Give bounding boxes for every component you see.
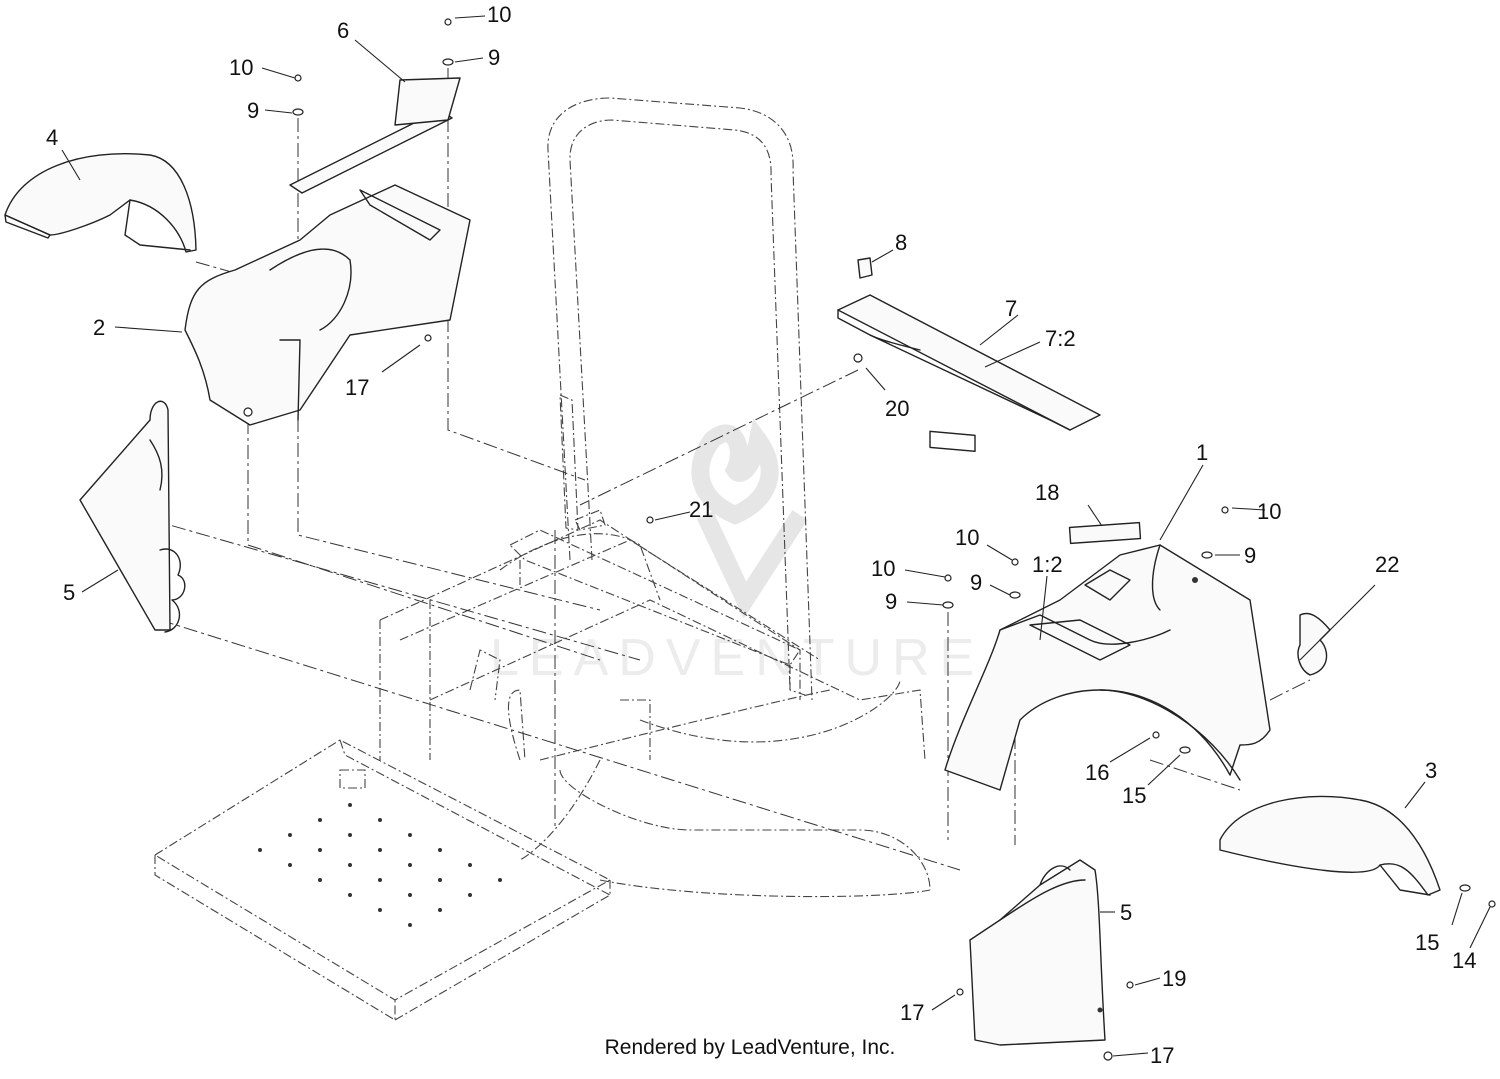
right-mounting-bracket bbox=[969, 859, 1106, 1046]
tractor-frame bbox=[379, 519, 931, 898]
callout-17c: 17 bbox=[1150, 1043, 1174, 1068]
callout-1: 1 bbox=[1196, 440, 1208, 465]
rops-frame bbox=[547, 97, 813, 701]
callout-8: 8 bbox=[895, 230, 907, 255]
left-fender bbox=[4, 153, 197, 253]
callout-9d: 9 bbox=[885, 589, 897, 614]
callout-17b: 17 bbox=[900, 1000, 924, 1025]
callout-9a: 9 bbox=[247, 98, 259, 123]
callout-16: 16 bbox=[1085, 760, 1109, 785]
clip-part bbox=[1297, 612, 1331, 676]
callout-10d: 10 bbox=[955, 525, 979, 550]
callout-7: 7 bbox=[1005, 296, 1017, 321]
callout-20: 20 bbox=[885, 396, 909, 421]
footer-credit: Rendered by LeadVenture, Inc. bbox=[604, 1036, 896, 1059]
seat-bracket-bar bbox=[509, 509, 806, 696]
callout-5a: 5 bbox=[63, 580, 75, 605]
callout-3: 3 bbox=[1425, 758, 1437, 783]
left-bracket-plate bbox=[289, 77, 461, 194]
callout-10b: 10 bbox=[487, 2, 511, 27]
callout-1-2: 1:2 bbox=[1032, 552, 1063, 577]
callout-5b: 5 bbox=[1120, 900, 1132, 925]
callout-15a: 15 bbox=[1122, 783, 1146, 808]
callout-10e: 10 bbox=[871, 556, 895, 581]
callout-4: 4 bbox=[46, 125, 58, 150]
left-fender-pan bbox=[184, 184, 471, 426]
callout-9e: 9 bbox=[970, 570, 982, 595]
callouts: 10 9 10 9 6 4 2 17 5 8 7 7:2 20 21 1 18 … bbox=[46, 2, 1476, 1068]
foot-platform bbox=[153, 739, 612, 1021]
left-mounting-bracket bbox=[79, 400, 186, 633]
callout-7-2: 7:2 bbox=[1045, 326, 1076, 351]
watermark-text: LEADVENTURE bbox=[490, 629, 984, 687]
callout-9c: 9 bbox=[1244, 543, 1256, 568]
callout-2: 2 bbox=[93, 315, 105, 340]
callout-10a: 10 bbox=[229, 55, 253, 80]
callout-19: 19 bbox=[1162, 966, 1186, 991]
callout-6: 6 bbox=[337, 18, 349, 43]
callout-15b: 15 bbox=[1415, 930, 1439, 955]
callout-17a: 17 bbox=[345, 375, 369, 400]
watermark: LEADVENTURE bbox=[490, 418, 984, 687]
callout-9b: 9 bbox=[488, 45, 500, 70]
callout-18: 18 bbox=[1035, 480, 1059, 505]
right-fender-pan bbox=[944, 521, 1271, 791]
callout-14: 14 bbox=[1452, 948, 1476, 973]
right-fender bbox=[1219, 795, 1441, 896]
hardware bbox=[292, 18, 1496, 1061]
callout-10c: 10 bbox=[1257, 499, 1281, 524]
leader-lines bbox=[61, 15, 1491, 1057]
seat-plate bbox=[837, 257, 1101, 453]
callout-22: 22 bbox=[1375, 552, 1399, 577]
callout-21: 21 bbox=[689, 497, 713, 522]
